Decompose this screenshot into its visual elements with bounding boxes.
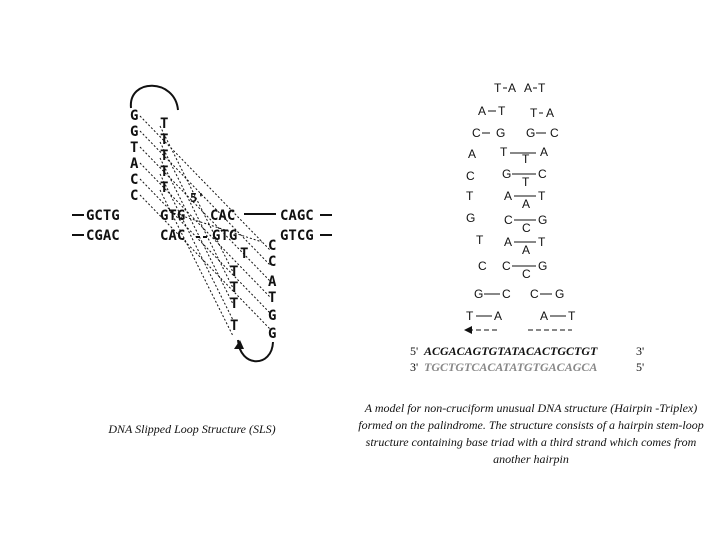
sls-lower-loop-left: T T T T T: [230, 246, 248, 334]
base-letter: T: [160, 148, 168, 164]
sls-top-right-seq: CAGC: [280, 208, 314, 224]
base-letter: G: [268, 326, 276, 342]
base-letter: T: [466, 189, 474, 203]
base-letter: A: [522, 197, 530, 211]
sls-caption: DNA Slipped Loop Structure (SLS): [108, 422, 276, 436]
base-letter: G: [474, 287, 483, 301]
base-letter: C: [478, 259, 487, 273]
seq-bot-5-prime: 5': [636, 360, 644, 374]
base-letter: T: [230, 318, 238, 334]
base-letter: A: [540, 145, 548, 159]
base-letter: A: [478, 104, 486, 118]
base-letter: G: [130, 124, 138, 140]
base-letter: C: [472, 126, 481, 140]
base-letter: T: [466, 309, 474, 323]
seq-top-5-prime: 5': [410, 344, 418, 358]
base-letter: G: [538, 213, 547, 227]
sls-diagram: G G T A C C T T T T T 5' GCTG GTG CAC CA…: [72, 84, 332, 363]
base-letter: T: [160, 180, 168, 196]
sls-top-mid2-seq: CAC: [210, 208, 235, 224]
arrowhead-left-icon: [464, 326, 472, 334]
base-letter: C: [522, 221, 531, 235]
base-letter: G: [538, 259, 547, 273]
base-letter: G: [466, 211, 475, 225]
base-letter: T: [568, 309, 576, 323]
base-letter: T: [476, 233, 484, 247]
base-letter: T: [160, 132, 168, 148]
base-letter: A: [540, 309, 548, 323]
sls-top-left-seq: GCTG: [86, 208, 120, 224]
base-letter: T: [160, 116, 168, 132]
base-letter: A: [508, 81, 516, 95]
seq-top-3-prime: 3': [636, 344, 644, 358]
base-letter: T: [268, 290, 276, 306]
sls-bot-left-seq: CGAC: [86, 228, 120, 244]
base-letter: T: [230, 296, 238, 312]
base-letter: A: [468, 147, 476, 161]
base-letter: T: [498, 104, 506, 118]
base-letter: T: [530, 106, 538, 120]
seq-bot-strand: TGCTGTCACATATGTGACAGCA: [424, 360, 597, 374]
base-letter: T: [130, 140, 138, 156]
sls-bot-right-seq: GTCG: [280, 228, 314, 244]
sls-loop-left: G G T A C C: [130, 108, 139, 204]
base-letter: T: [160, 164, 168, 180]
base-letter: C: [130, 172, 138, 188]
base-letter: A: [494, 309, 502, 323]
base-letter: A: [524, 81, 532, 95]
seq-bot-3-prime: 3': [410, 360, 418, 374]
base-letter: T: [538, 189, 546, 203]
base-letter: C: [538, 167, 547, 181]
base-letter: T: [522, 175, 530, 189]
sls-five-prime-label: 5': [190, 191, 204, 205]
base-letter: T: [500, 145, 508, 159]
base-letter: T: [538, 81, 546, 95]
base-letter: G: [130, 108, 138, 124]
sls-loop-right: T T T T T: [160, 116, 168, 196]
base-letter: T: [230, 280, 238, 296]
sls-pairing-dots: [139, 115, 271, 337]
seq-top-strand: ACGACAGTGTATACACTGCTGT: [423, 344, 598, 358]
sls-bot-mid1-seq: CAC: [160, 228, 185, 244]
base-letter: C: [504, 213, 513, 227]
sls-top-mid1-seq: GTG: [160, 208, 185, 224]
base-letter: A: [546, 106, 554, 120]
base-letter: G: [268, 308, 276, 324]
base-letter: A: [130, 156, 139, 172]
base-letter: C: [522, 267, 531, 281]
base-letter: A: [504, 189, 512, 203]
base-letter: A: [504, 235, 512, 249]
base-letter: T: [240, 246, 248, 262]
sls-bottom-arrowhead: [234, 340, 244, 349]
base-letter: G: [496, 126, 505, 140]
sls-strands: [72, 213, 332, 238]
base-letter: A: [268, 274, 277, 290]
hairpin-caption: A model for non-cruciform unusual DNA st…: [358, 401, 704, 466]
base-letter: C: [530, 287, 539, 301]
base-letter: C: [502, 287, 511, 301]
base-letter: C: [130, 188, 138, 204]
hairpin-triplex-diagram: T A A T A T C G T A G C A C T G T C T T …: [410, 81, 644, 374]
base-letter: G: [526, 126, 535, 140]
sls-lower-loop-right: C C A T G G: [268, 238, 277, 342]
base-letter: C: [466, 169, 475, 183]
base-letter: C: [268, 254, 276, 270]
base-letter: T: [494, 81, 502, 95]
base-letter: C: [268, 238, 276, 254]
base-letter: C: [550, 126, 559, 140]
base-letter: T: [230, 264, 238, 280]
sls-bot-mid2-seq: GTG: [212, 228, 237, 244]
sls-duplex: GCTG GTG CAC CAGC CGAC CAC GTG GTCG: [86, 208, 314, 244]
sls-bottom-loop-arc: [237, 339, 274, 363]
base-letter: T: [522, 152, 530, 166]
base-letter: T: [538, 235, 546, 249]
base-letter: A: [522, 243, 530, 257]
base-letter: C: [502, 259, 511, 273]
sls-top-loop-arc: [129, 84, 179, 111]
base-letter: G: [502, 167, 511, 181]
base-letter: G: [555, 287, 564, 301]
